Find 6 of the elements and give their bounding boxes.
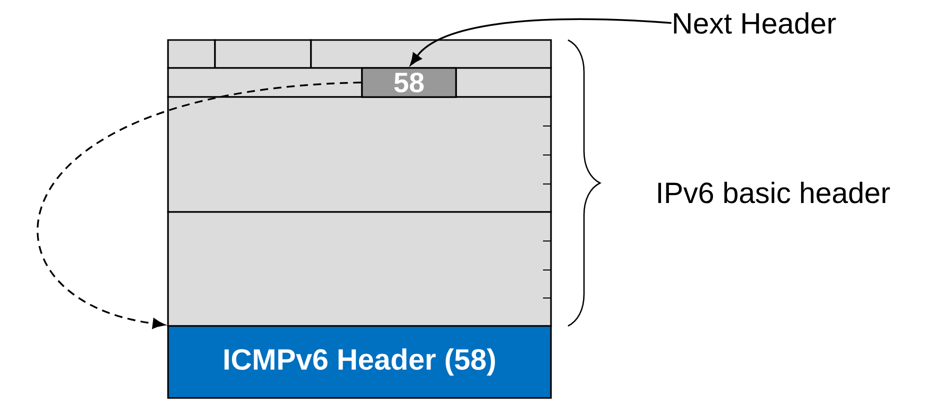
header-box: ICMPv6 Header (58) (167, 325, 552, 399)
header-field: 58 (361, 67, 457, 98)
label-text: Next Header (674, 12, 836, 34)
arrow (410, 18, 672, 66)
label-text: IPv6 basic header (658, 182, 890, 204)
arrow (36, 82, 362, 329)
